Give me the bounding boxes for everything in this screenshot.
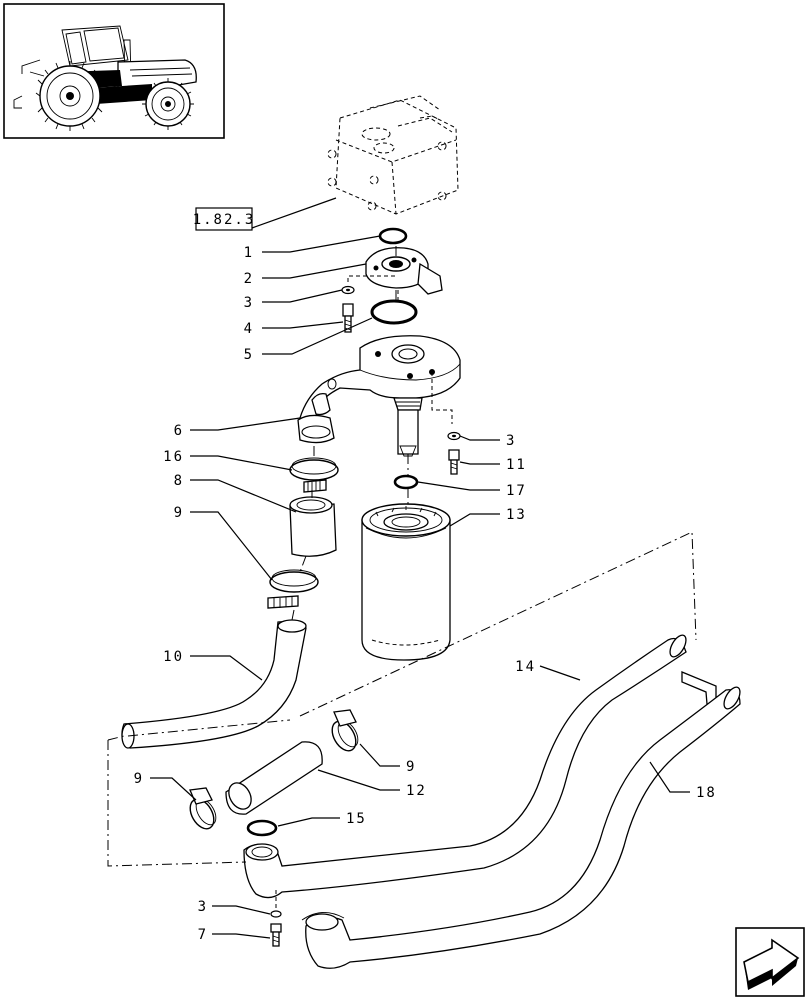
- callout-14: 14: [515, 659, 536, 675]
- callout-11: 11: [506, 457, 527, 473]
- tractor-thumbnail-icon[interactable]: [3, 3, 225, 139]
- reference-box[interactable]: 1.82.3: [193, 207, 256, 231]
- callout-7: 7: [198, 927, 208, 943]
- part-8-hose-sleeve[interactable]: [289, 496, 337, 557]
- part-16-hose-clamp[interactable]: [289, 457, 339, 493]
- alignment-lines: [107, 246, 697, 867]
- part-7-screw[interactable]: [270, 923, 282, 947]
- part-13-filter-cartridge[interactable]: [361, 503, 451, 661]
- part-2-adapter-flange[interactable]: [365, 247, 443, 295]
- callout-13: 13: [506, 507, 527, 523]
- leader-reference: [251, 197, 337, 229]
- callout-9-upper: 9: [174, 505, 184, 521]
- part-3-washer-upper[interactable]: [341, 285, 355, 295]
- callout-2: 2: [244, 271, 254, 287]
- callout-17: 17: [506, 483, 527, 499]
- part-10-suction-pipe[interactable]: [121, 619, 307, 749]
- callout-9-right: 9: [406, 759, 416, 775]
- callout-1: 1: [244, 245, 254, 261]
- callout-8: 8: [174, 473, 184, 489]
- part-17-o-ring[interactable]: [393, 474, 419, 490]
- callout-3-bottom: 3: [198, 899, 208, 915]
- part-11-screw[interactable]: [448, 449, 460, 475]
- callout-6: 6: [174, 423, 184, 439]
- part-9-hose-clamp-right[interactable]: [327, 709, 362, 755]
- callout-10: 10: [163, 649, 184, 665]
- part-9-hose-clamp-upper[interactable]: [267, 569, 319, 609]
- part-12-hose[interactable]: [224, 741, 323, 815]
- part-1-o-ring[interactable]: [378, 227, 408, 245]
- callout-18: 18: [696, 785, 717, 801]
- callout-9-left: 9: [134, 771, 144, 787]
- callout-16: 16: [163, 449, 184, 465]
- callout-15: 15: [346, 811, 367, 827]
- part-14-delivery-pipe[interactable]: [243, 633, 717, 899]
- part-3-washer-bottom[interactable]: [270, 910, 282, 918]
- assembly-line-flange: [347, 275, 396, 282]
- callout-4: 4: [244, 321, 254, 337]
- part-3-washer-lower[interactable]: [447, 431, 461, 441]
- callout-12: 12: [406, 783, 427, 799]
- reference-label: 1.82.3: [193, 212, 256, 228]
- next-page-arrow-icon[interactable]: [735, 927, 805, 997]
- hydraulic-pump-outline: [327, 95, 459, 215]
- part-18-return-pipe[interactable]: [301, 685, 743, 969]
- callout-3: 3: [244, 295, 254, 311]
- callout-3-lower: 3: [506, 433, 516, 449]
- callout-5: 5: [244, 347, 254, 363]
- part-15-o-ring[interactable]: [246, 819, 278, 837]
- part-5-large-o-ring[interactable]: [370, 299, 418, 325]
- assembly-line-head: [431, 372, 453, 424]
- callout-labels: 1 2 3 4 5 6 16 8 9 10 3 11 17 13 14 18 9…: [134, 245, 717, 943]
- part-6-filter-head[interactable]: [297, 335, 461, 457]
- leader-lines: [150, 235, 690, 939]
